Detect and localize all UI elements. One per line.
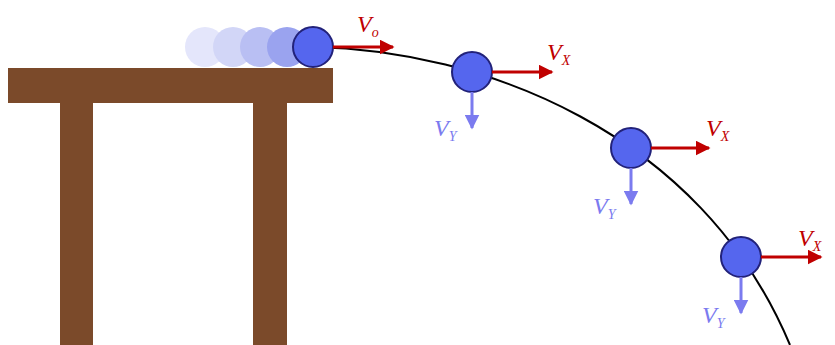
ball: [293, 27, 333, 67]
vector-label: Vo: [357, 12, 379, 36]
symbol: V: [706, 115, 721, 141]
symbol: V: [434, 115, 449, 141]
table-leg: [253, 103, 287, 345]
velocity-arrow: [740, 277, 743, 313]
velocity-arrow: [492, 71, 552, 74]
symbol: V: [798, 225, 813, 251]
horizontal-vectors: [333, 47, 821, 257]
balls: [293, 27, 761, 277]
symbol: V: [547, 39, 562, 65]
ball: [611, 128, 651, 168]
velocity-arrow: [761, 256, 821, 259]
vector-label: VX: [798, 226, 821, 250]
subscript: o: [372, 25, 379, 40]
vector-label: VY: [702, 303, 724, 327]
ball: [452, 52, 492, 92]
table-leg: [60, 103, 93, 345]
table: [8, 68, 333, 345]
ball: [721, 237, 761, 277]
subscript: X: [721, 129, 730, 144]
velocity-arrow: [630, 168, 633, 204]
subscript: Y: [717, 316, 725, 331]
subscript: Y: [449, 129, 457, 144]
vertical-vectors: [472, 92, 741, 313]
velocity-arrow: [471, 92, 474, 128]
symbol: V: [702, 302, 717, 328]
trajectory: [313, 47, 790, 345]
subscript: Y: [608, 207, 616, 222]
velocity-arrow: [333, 46, 393, 49]
vector-label: VY: [593, 194, 615, 218]
symbol: V: [357, 11, 372, 37]
table-top: [8, 68, 333, 103]
motion-ghosts: [185, 27, 307, 67]
vector-label: VX: [706, 116, 729, 140]
symbol: V: [593, 193, 608, 219]
velocity-arrow: [651, 147, 709, 150]
subscript: X: [562, 53, 571, 68]
vector-label: VX: [547, 40, 570, 64]
vector-label: VY: [434, 116, 456, 140]
subscript: X: [813, 239, 822, 254]
